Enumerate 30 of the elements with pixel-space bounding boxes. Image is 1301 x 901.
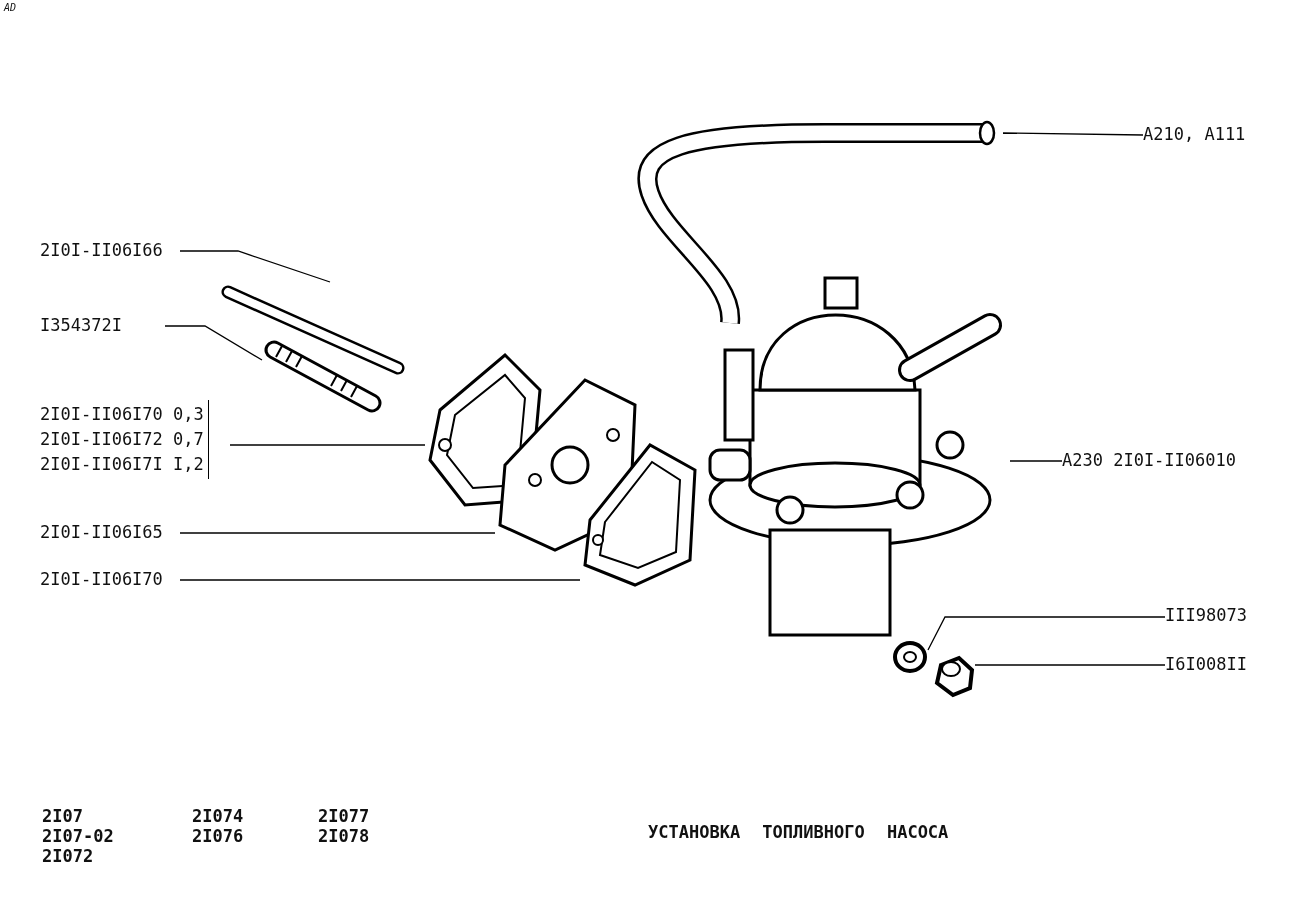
- leader-line: [229, 444, 426, 446]
- model-number: 2I07: [42, 806, 83, 826]
- part-number: 2I0I-II06I65: [40, 522, 163, 542]
- model-number: 2I077: [318, 806, 370, 826]
- scan-mark: AD: [4, 2, 17, 14]
- part-number: 2I0I-II06I70 0,3: [40, 404, 204, 424]
- part-number: 2I0I-II06I7I I,2: [40, 454, 204, 474]
- model-number: 2I076: [192, 826, 244, 846]
- part-number: A230 2I0I-II06010: [1062, 450, 1236, 470]
- leader-line: [927, 616, 1166, 651]
- leader-line: [179, 250, 331, 283]
- part-number: I354372I: [40, 315, 122, 335]
- caption: УСТАНОВКА ТОПЛИВНОГО НАСОСА: [648, 822, 949, 842]
- model-number: 2I074: [192, 806, 244, 826]
- leader-line: [164, 325, 263, 361]
- leader-line: [1002, 132, 1144, 136]
- leader-line: [179, 532, 496, 534]
- model-number: 2I072: [42, 846, 94, 866]
- model-number: 2I07-02: [42, 826, 114, 846]
- part-number: I6I008II: [1165, 654, 1247, 674]
- part-number: III98073: [1165, 605, 1247, 625]
- leader-line: [179, 579, 581, 581]
- part-number: 2I0I-II06I70: [40, 569, 163, 589]
- leader-line: [1009, 460, 1063, 462]
- bracket: [40, 400, 209, 479]
- part-number: A210, A111: [1143, 124, 1246, 144]
- model-number: 2I078: [318, 826, 370, 846]
- part-number: 2I0I-II06I66: [40, 240, 163, 260]
- leader-line: [974, 664, 1166, 666]
- part-number: 2I0I-II06I72 0,7: [40, 429, 204, 449]
